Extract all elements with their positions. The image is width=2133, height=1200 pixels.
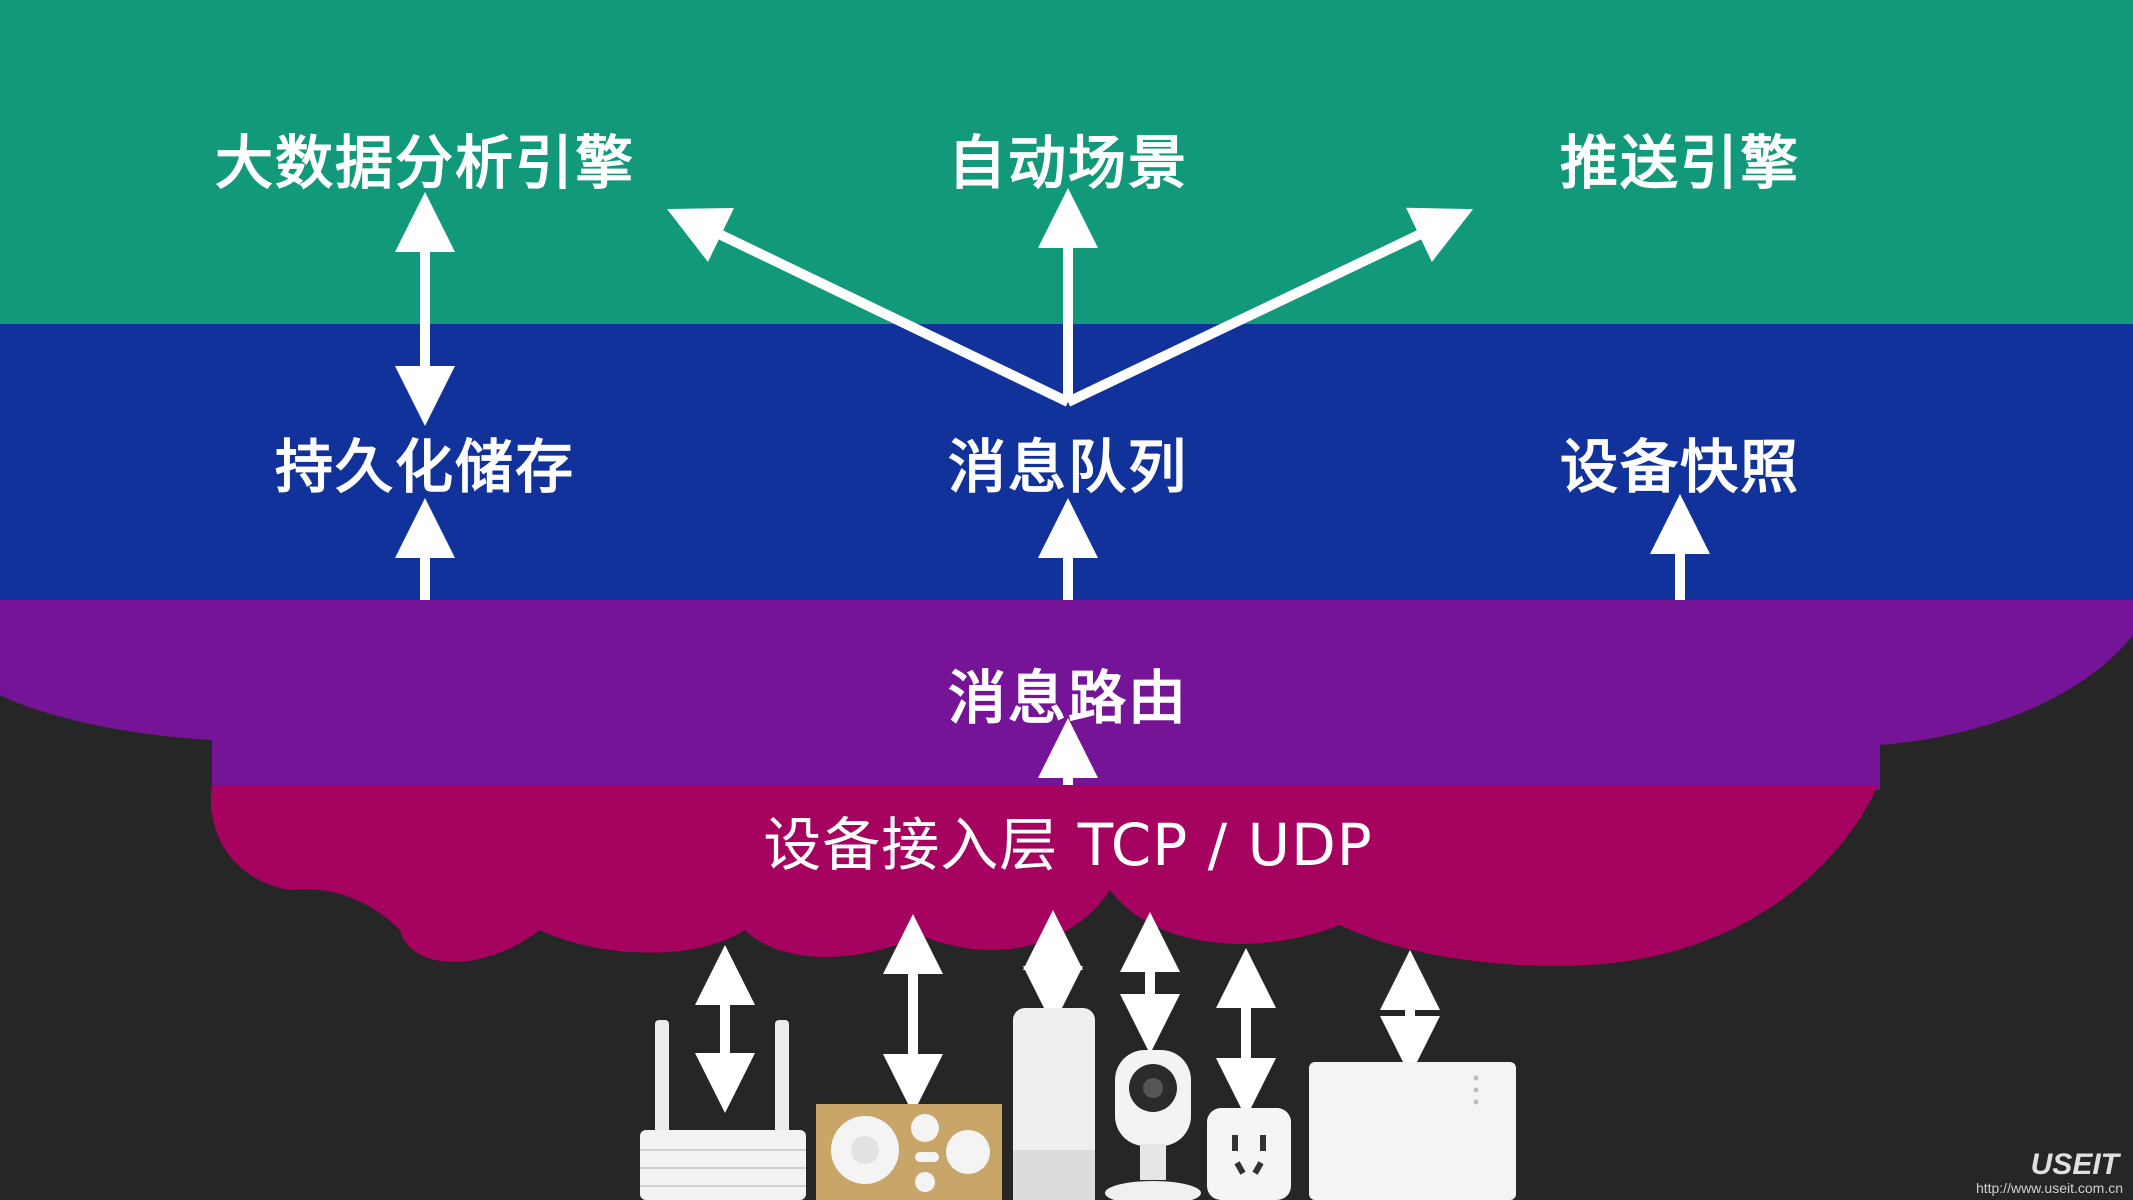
watermark-url: http://www.useit.com.cn [1975, 1180, 2123, 1196]
watermark-brand: USEIT [2030, 1148, 2119, 1181]
label-push-engine: 推送引擎 [1559, 129, 1801, 197]
router-icon [640, 1020, 806, 1200]
camera-icon [1105, 1050, 1201, 1200]
label-message-routing: 消息路由 [947, 664, 1189, 732]
label-device-snapshot: 设备快照 [1559, 433, 1801, 501]
gateway-kit-icon [816, 1104, 1002, 1200]
access-layer-cloud [210, 785, 1878, 966]
routing-layer-cloud [0, 600, 2133, 790]
label-message-queue: 消息队列 [947, 433, 1189, 501]
storage-box-icon [1309, 1062, 1516, 1200]
arrow-queue-analytics [666, 207, 1071, 407]
smart-plug-icon [1207, 1108, 1291, 1200]
label-big-data-analytics: 大数据分析引擎 [214, 129, 636, 197]
label-persistent-storage: 持久化储存 [274, 433, 576, 501]
speaker-icon [1013, 1008, 1095, 1200]
arrow-queue-push [1065, 207, 1474, 407]
label-device-access-layer: 设备接入层 TCP / UDP [763, 811, 1373, 879]
label-auto-scene: 自动场景 [947, 129, 1189, 197]
